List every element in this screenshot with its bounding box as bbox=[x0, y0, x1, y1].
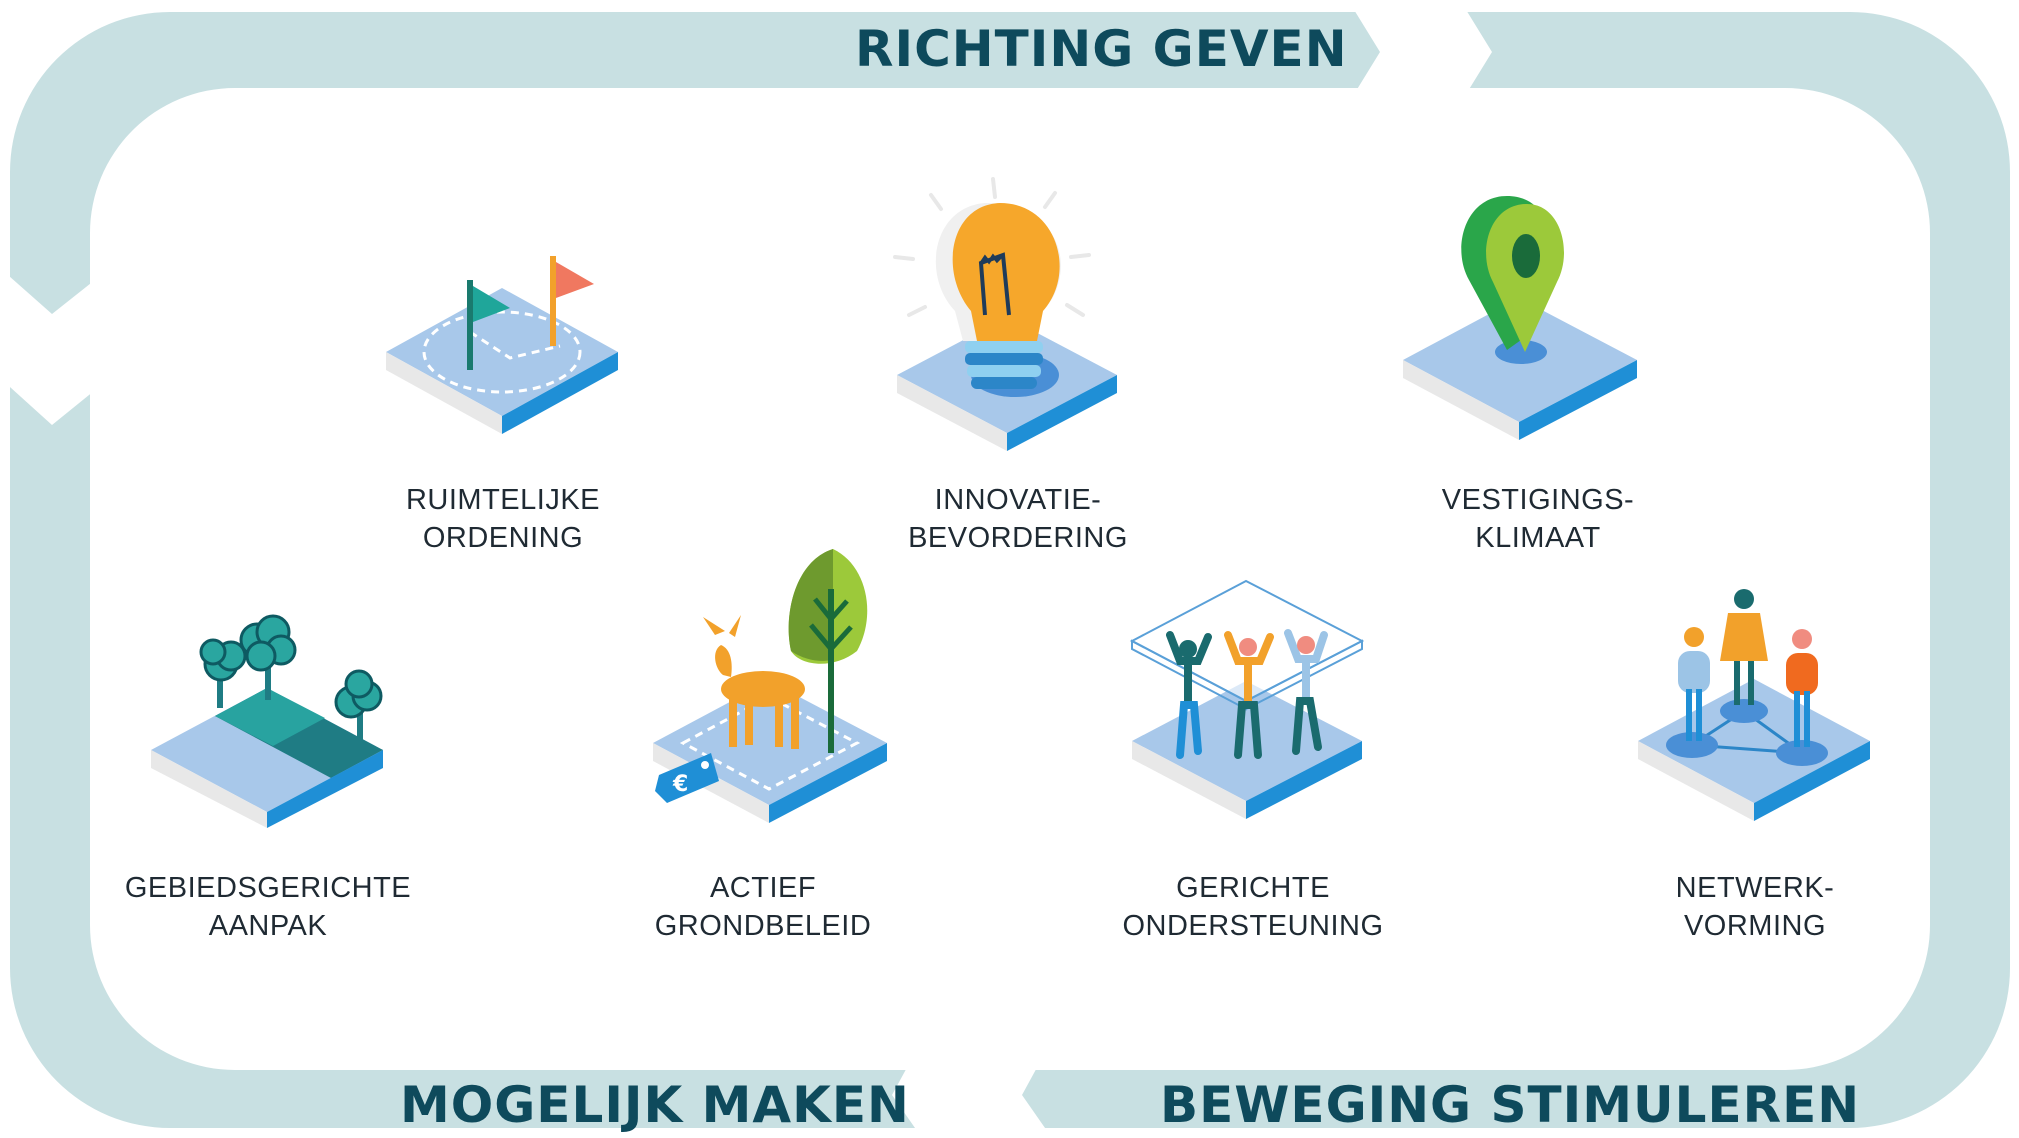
tool-label-vestigingsklimaat: VESTIGINGS- KLIMAAT bbox=[1378, 481, 1698, 557]
tool-label-line2: VORMING bbox=[1683, 910, 1827, 942]
phase-title-top: RICHTING GEVEN bbox=[855, 20, 1348, 78]
svg-text:€: € bbox=[672, 772, 688, 797]
tool-label-line1: ACTIEF bbox=[709, 872, 817, 904]
flags-on-tile-icon bbox=[386, 256, 618, 434]
people-lifting-tile-icon bbox=[1129, 579, 1365, 819]
tool-label-line2: BEVORDERING bbox=[908, 522, 1128, 554]
deer-tree-price-tag-icon: € bbox=[653, 549, 887, 823]
lightbulb-icon bbox=[893, 177, 1117, 451]
phase-title-bottom-right: BEWEGING STIMULEREN bbox=[1160, 1076, 1861, 1134]
tool-label-line1: VESTIGINGS- bbox=[1441, 484, 1635, 516]
tool-label-line1: GEBIEDSGERICHTE bbox=[124, 872, 412, 904]
tool-label-innovatiebevordering: INNOVATIE- BEVORDERING bbox=[858, 481, 1178, 557]
tool-label-netwerkvorming: NETWERK- VORMING bbox=[1595, 869, 1915, 945]
tool-label-actief-grondbeleid: ACTIEF GRONDBELEID bbox=[603, 869, 923, 945]
tool-label-line2: ONDERSTEUNING bbox=[1122, 910, 1384, 942]
tool-label-line2: KLIMAAT bbox=[1475, 522, 1601, 554]
tool-label-gebiedsgerichte-aanpak: GEBIEDSGERICHTE AANPAK bbox=[108, 869, 428, 945]
tool-label-line2: GRONDBELEID bbox=[654, 910, 872, 942]
tool-label-ruimtelijke-ordening: RUIMTELIJKE ORDENING bbox=[343, 481, 663, 557]
tool-label-line2: ORDENING bbox=[422, 522, 584, 554]
tool-label-line1: NETWERK- bbox=[1675, 872, 1835, 904]
location-pin-icon bbox=[1403, 196, 1637, 440]
tool-label-line1: INNOVATIE- bbox=[934, 484, 1102, 516]
trees-tile-icon bbox=[151, 614, 383, 828]
tool-label-gerichte-ondersteuning: GERICHTE ONDERSTEUNING bbox=[1093, 869, 1413, 945]
tool-label-line1: RUIMTELIJKE bbox=[405, 484, 601, 516]
people-network-icon bbox=[1638, 589, 1870, 821]
phase-title-bottom-left: MOGELIJK MAKEN bbox=[400, 1076, 910, 1134]
tool-label-line1: GERICHTE bbox=[1176, 872, 1330, 904]
tool-label-line2: AANPAK bbox=[208, 910, 328, 942]
